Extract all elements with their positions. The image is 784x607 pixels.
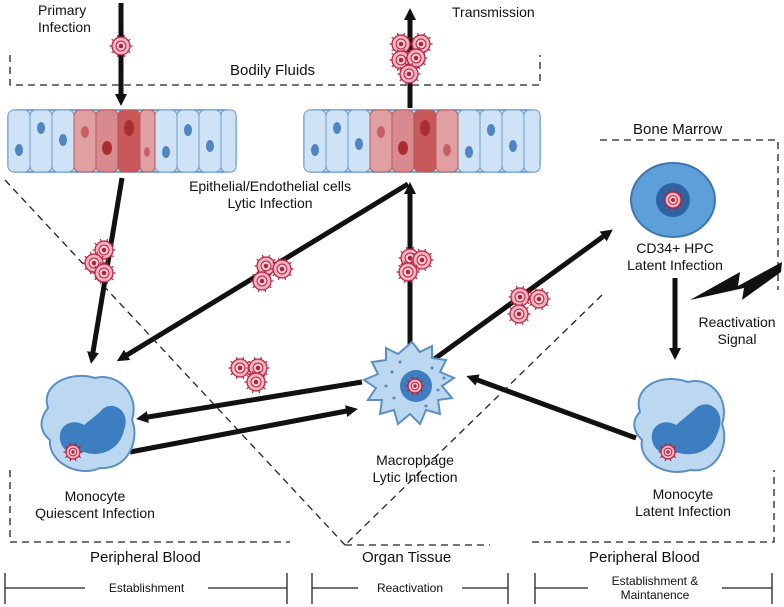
- monocyte-left-label: Monocyte Quiescent Infection: [35, 488, 155, 521]
- epithelial-label: Epithelial/Endothelial cells Lytic Infec…: [189, 178, 351, 211]
- bodily-fluids-label: Bodily Fluids: [230, 62, 316, 79]
- cd34-hpc-label: CD34+ HPC Latent Infection: [627, 240, 723, 273]
- arrow-macrophage-to-monocyte: [136, 379, 363, 423]
- lightning-bolt-icon: [690, 262, 782, 300]
- monocyte-left-cell: [40, 374, 136, 473]
- virus-icon: [250, 269, 274, 293]
- virus-icon: [397, 62, 421, 86]
- virus-icon: [405, 376, 425, 396]
- macrophage-label: Macrophage Lytic Infection: [372, 452, 458, 485]
- arrow-monocyte-right-to-macrophage: [466, 374, 637, 441]
- virus-icon: [662, 189, 684, 211]
- arrow-monocyte-to-macrophage: [129, 405, 358, 455]
- peripheral-blood-right-boundary: [532, 470, 775, 543]
- establishment-maintenance-bracket: [534, 573, 773, 604]
- virus-icon: [228, 356, 252, 380]
- epithelial-layer-left: [7, 109, 237, 173]
- bodily-fluids-boundary: [9, 55, 541, 86]
- virus-icon: [527, 287, 551, 311]
- virus-icon: [658, 442, 678, 462]
- virus-icon: [92, 238, 116, 262]
- epithelial-layer-right: [303, 109, 541, 173]
- reactivation-signal-label: Reactivation Signal: [698, 314, 776, 347]
- bone-marrow-label: Bone Marrow: [633, 121, 723, 138]
- virus-icon: [270, 257, 294, 281]
- virus-particles: [63, 32, 684, 462]
- phase-establishment-label: Establishment: [108, 581, 185, 595]
- phase-establishment-maintenance-label: Establishment & Maintanence: [611, 574, 699, 602]
- region-dividers: [4, 55, 779, 546]
- virus-icon: [410, 248, 434, 272]
- reactivation-bracket: [311, 573, 509, 604]
- bone-marrow-boundary: [600, 139, 779, 290]
- establishment-bracket: [4, 573, 288, 604]
- organ-tissue-label: Organ Tissue: [362, 549, 452, 566]
- peripheral-blood-left-label: Peripheral Blood: [90, 549, 201, 566]
- peripheral-blood-left-boundary: [9, 470, 290, 543]
- phase-reactivation-label: Reactivation: [376, 581, 444, 595]
- virus-icon: [396, 260, 420, 284]
- transmission-label: Transmission: [452, 4, 535, 20]
- virus-icon: [404, 46, 428, 70]
- virus-icon: [63, 442, 83, 462]
- peripheral-blood-right-label: Peripheral Blood: [589, 549, 700, 566]
- virus-icon: [244, 370, 268, 394]
- virus-icon: [92, 261, 116, 285]
- virus-icon: [507, 302, 531, 326]
- virus-icon: [109, 34, 133, 58]
- monocyte-right-cell: [633, 377, 726, 473]
- primary-infection-label: Primary Infection: [38, 2, 91, 35]
- monocyte-right-label: Monocyte Latent Infection: [635, 486, 731, 519]
